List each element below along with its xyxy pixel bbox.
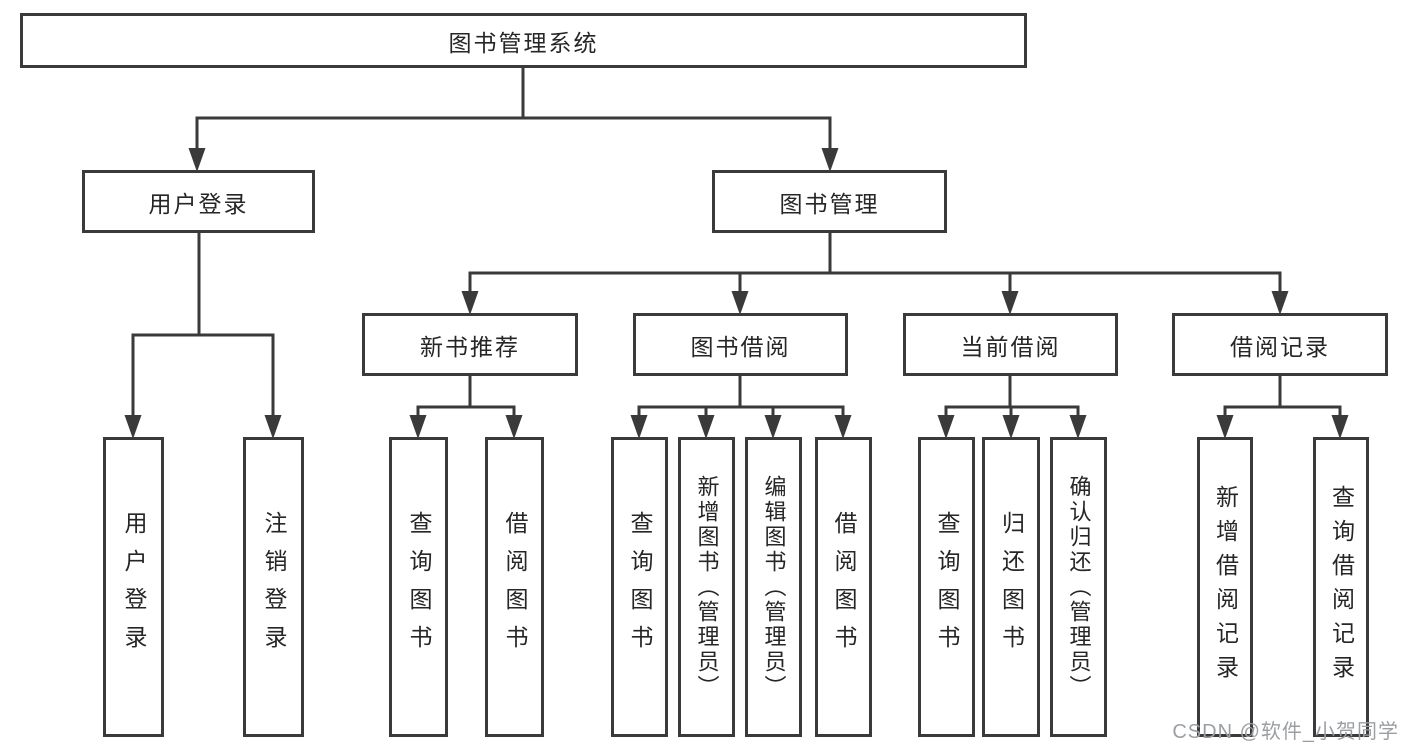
root-node-label: 图书管理系统 xyxy=(448,29,599,56)
arrow-icon xyxy=(264,415,282,439)
leaf-node-add-books-admin: 新增图书（管理员） xyxy=(678,437,735,737)
arrow-icon xyxy=(1001,291,1019,315)
leaf-node-query-books-recommend: 查询图书 xyxy=(389,437,448,737)
leaf-label: 查询图书 xyxy=(406,511,432,663)
branch-node-book-management: 图书管理 xyxy=(712,170,947,233)
arrow-icon xyxy=(764,415,782,439)
arrow-icon xyxy=(1216,415,1234,439)
arrow-icon xyxy=(731,291,749,315)
leaf-label: 用户登录 xyxy=(121,511,147,663)
node-label: 借阅记录 xyxy=(1230,333,1330,360)
arrow-icon xyxy=(1331,415,1349,439)
leaf-node-user-login: 用户登录 xyxy=(103,437,164,737)
leaf-node-query-books-borrow: 查询图书 xyxy=(611,437,668,737)
leaf-node-query-borrow-record: 查询借阅记录 xyxy=(1313,437,1369,737)
connector-root xyxy=(195,68,832,152)
leaf-label: 新增借阅记录 xyxy=(1212,485,1239,689)
node-book-borrow: 图书借阅 xyxy=(633,313,848,376)
arrow-icon xyxy=(1271,291,1289,315)
branch-node-user-login: 用户登录 xyxy=(82,170,315,233)
leaf-node-borrow-books: 借阅图书 xyxy=(815,437,872,737)
arrow-icon xyxy=(937,415,955,439)
arrow-icon xyxy=(505,415,523,439)
node-label: 当前借阅 xyxy=(960,333,1061,360)
node-borrow-records: 借阅记录 xyxy=(1172,313,1388,376)
leaf-node-query-books-current: 查询图书 xyxy=(918,437,975,737)
leaf-label: 注销登录 xyxy=(261,511,287,663)
leaf-label: 借阅图书 xyxy=(502,511,528,663)
connector-book-management xyxy=(468,233,1282,297)
arrow-icon xyxy=(834,415,852,439)
root-node-library-system: 图书管理系统 xyxy=(20,13,1027,68)
leaf-node-edit-books-admin: 编辑图书（管理员） xyxy=(745,437,802,737)
leaf-node-borrow-books-recommend: 借阅图书 xyxy=(485,437,544,737)
leaf-node-confirm-return-admin: 确认归还（管理员） xyxy=(1050,437,1107,737)
arrow-icon xyxy=(1069,415,1087,439)
leaf-label: 新增图书（管理员） xyxy=(694,474,720,700)
leaf-label: 归还图书 xyxy=(998,511,1025,663)
arrow-icon xyxy=(124,415,142,439)
arrow-icon xyxy=(821,148,839,172)
leaf-label: 查询借阅记录 xyxy=(1328,485,1355,689)
leaf-node-return-books: 归还图书 xyxy=(982,437,1040,737)
leaf-label: 查询图书 xyxy=(627,511,653,663)
connector-current-borrow xyxy=(944,376,1080,423)
leaf-label: 查询图书 xyxy=(934,511,960,663)
branch-node-label: 图书管理 xyxy=(779,190,880,217)
arrow-icon xyxy=(188,148,206,172)
leaf-label: 借阅图书 xyxy=(831,511,857,663)
node-current-borrow: 当前借阅 xyxy=(903,313,1118,376)
leaf-label: 确认归还（管理员） xyxy=(1066,474,1092,700)
leaf-label: 编辑图书（管理员） xyxy=(761,474,787,700)
arrow-icon xyxy=(697,415,715,439)
arrow-icon xyxy=(630,415,648,439)
arrow-icon xyxy=(1002,415,1020,439)
branch-node-label: 用户登录 xyxy=(148,190,249,217)
node-label: 新书推荐 xyxy=(420,333,520,360)
connector-borrow-records xyxy=(1223,376,1342,423)
arrow-icon xyxy=(461,291,479,315)
connector-new-book-recommend xyxy=(416,376,516,423)
arrow-icon xyxy=(409,415,427,439)
node-new-book-recommend: 新书推荐 xyxy=(362,313,578,376)
connector-book-borrow xyxy=(637,376,845,423)
leaf-node-logout: 注销登录 xyxy=(243,437,304,737)
node-label: 图书借阅 xyxy=(690,333,791,360)
leaf-node-add-borrow-record: 新增借阅记录 xyxy=(1197,437,1253,737)
csdn-watermark: CSDN @软件_小贺同学 xyxy=(1172,721,1399,743)
connector-user-login xyxy=(131,233,275,423)
